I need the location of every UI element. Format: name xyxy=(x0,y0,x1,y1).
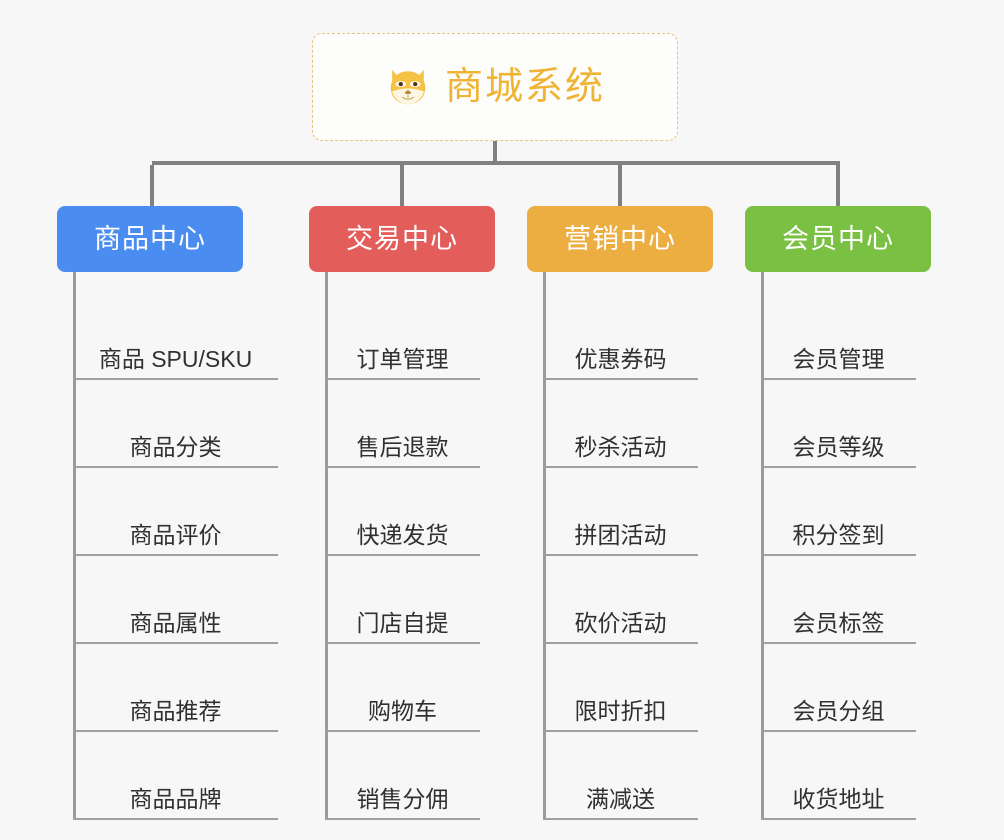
leaf-item[interactable]: 销售分佣 xyxy=(325,732,480,820)
leaf-item-label: 积分签到 xyxy=(792,521,885,548)
leaf-item[interactable]: 秒杀活动 xyxy=(543,380,698,468)
trunk-line-product-center xyxy=(73,272,76,820)
category-label-member-center: 会员中心 xyxy=(782,223,894,254)
leaf-item-label: 商品分类 xyxy=(129,433,222,460)
leaf-item-label: 拼团活动 xyxy=(574,521,667,548)
leaf-item[interactable]: 会员等级 xyxy=(761,380,916,468)
connector-drop-marketing-center xyxy=(618,165,622,206)
leaf-item-label: 商品属性 xyxy=(129,609,222,636)
leaf-item-label: 收货地址 xyxy=(792,785,885,812)
leaf-item-label: 快递发货 xyxy=(356,521,449,548)
leaf-item-label: 优惠券码 xyxy=(574,345,667,372)
leaf-item-label: 砍价活动 xyxy=(574,609,667,636)
leaf-item-label: 满减送 xyxy=(586,785,655,812)
leaf-item-label: 门店自提 xyxy=(356,609,449,636)
leaf-item-label: 会员分组 xyxy=(792,697,885,724)
leaf-item[interactable]: 快递发货 xyxy=(325,468,480,556)
leaf-item-label: 会员管理 xyxy=(792,345,885,372)
leaf-item[interactable]: 商品评价 xyxy=(73,468,278,556)
leaf-item-label: 商品评价 xyxy=(129,521,222,548)
connector-horizontal-bus xyxy=(152,161,840,165)
category-label-trade-center: 交易中心 xyxy=(346,223,458,254)
leaf-item-label: 商品品牌 xyxy=(129,785,222,812)
trunk-line-member-center xyxy=(761,272,764,820)
leaf-item[interactable]: 售后退款 xyxy=(325,380,480,468)
leaf-item-label: 售后退款 xyxy=(356,433,449,460)
leaf-item[interactable]: 商品属性 xyxy=(73,556,278,644)
trunk-line-trade-center xyxy=(325,272,328,820)
leaf-item[interactable]: 会员标签 xyxy=(761,556,916,644)
leaf-item[interactable]: 商品推荐 xyxy=(73,644,278,732)
leaf-item[interactable]: 门店自提 xyxy=(325,556,480,644)
category-box-trade-center[interactable]: 交易中心 xyxy=(309,206,495,272)
category-label-product-center: 商品中心 xyxy=(94,223,206,254)
leaf-item[interactable]: 拼团活动 xyxy=(543,468,698,556)
leaf-item-label: 购物车 xyxy=(368,697,437,724)
leaf-item-label: 秒杀活动 xyxy=(574,433,667,460)
category-box-marketing-center[interactable]: 营销中心 xyxy=(527,206,713,272)
leaf-item-label: 会员标签 xyxy=(792,609,885,636)
trunk-line-marketing-center xyxy=(543,272,546,820)
leaf-item[interactable]: 砍价活动 xyxy=(543,556,698,644)
connector-drop-trade-center xyxy=(400,165,404,206)
leaf-item-label: 商品推荐 xyxy=(129,697,222,724)
category-box-product-center[interactable]: 商品中心 xyxy=(57,206,243,272)
leaf-item-label: 订单管理 xyxy=(356,345,449,372)
leaf-item[interactable]: 积分签到 xyxy=(761,468,916,556)
leaf-item[interactable]: 购物车 xyxy=(325,644,480,732)
leaf-item[interactable]: 会员管理 xyxy=(761,292,916,380)
shiba-dog-face-icon xyxy=(390,69,426,105)
connector-root-stem xyxy=(493,141,497,164)
category-box-member-center[interactable]: 会员中心 xyxy=(745,206,931,272)
category-label-marketing-center: 营销中心 xyxy=(564,223,676,254)
connector-drop-member-center xyxy=(836,165,840,206)
leaf-item-label: 销售分佣 xyxy=(356,785,449,812)
leaf-item-label: 商品 SPU/SKU xyxy=(98,345,253,372)
leaf-item[interactable]: 会员分组 xyxy=(761,644,916,732)
leaf-item[interactable]: 商品分类 xyxy=(73,380,278,468)
connector-drop-product-center xyxy=(150,165,154,206)
leaf-item[interactable]: 订单管理 xyxy=(325,292,480,380)
leaf-item[interactable]: 商品品牌 xyxy=(73,732,278,820)
root-node-shop-system[interactable]: 商城系统 xyxy=(312,33,678,141)
leaf-item[interactable]: 商品 SPU/SKU xyxy=(73,292,278,380)
leaf-item[interactable]: 满减送 xyxy=(543,732,698,820)
leaf-item-label: 限时折扣 xyxy=(574,697,667,724)
leaf-item-label: 会员等级 xyxy=(792,433,885,460)
leaf-item[interactable]: 限时折扣 xyxy=(543,644,698,732)
root-node-label: 商城系统 xyxy=(444,66,605,108)
leaf-item[interactable]: 优惠券码 xyxy=(543,292,698,380)
leaf-item[interactable]: 收货地址 xyxy=(761,732,916,820)
